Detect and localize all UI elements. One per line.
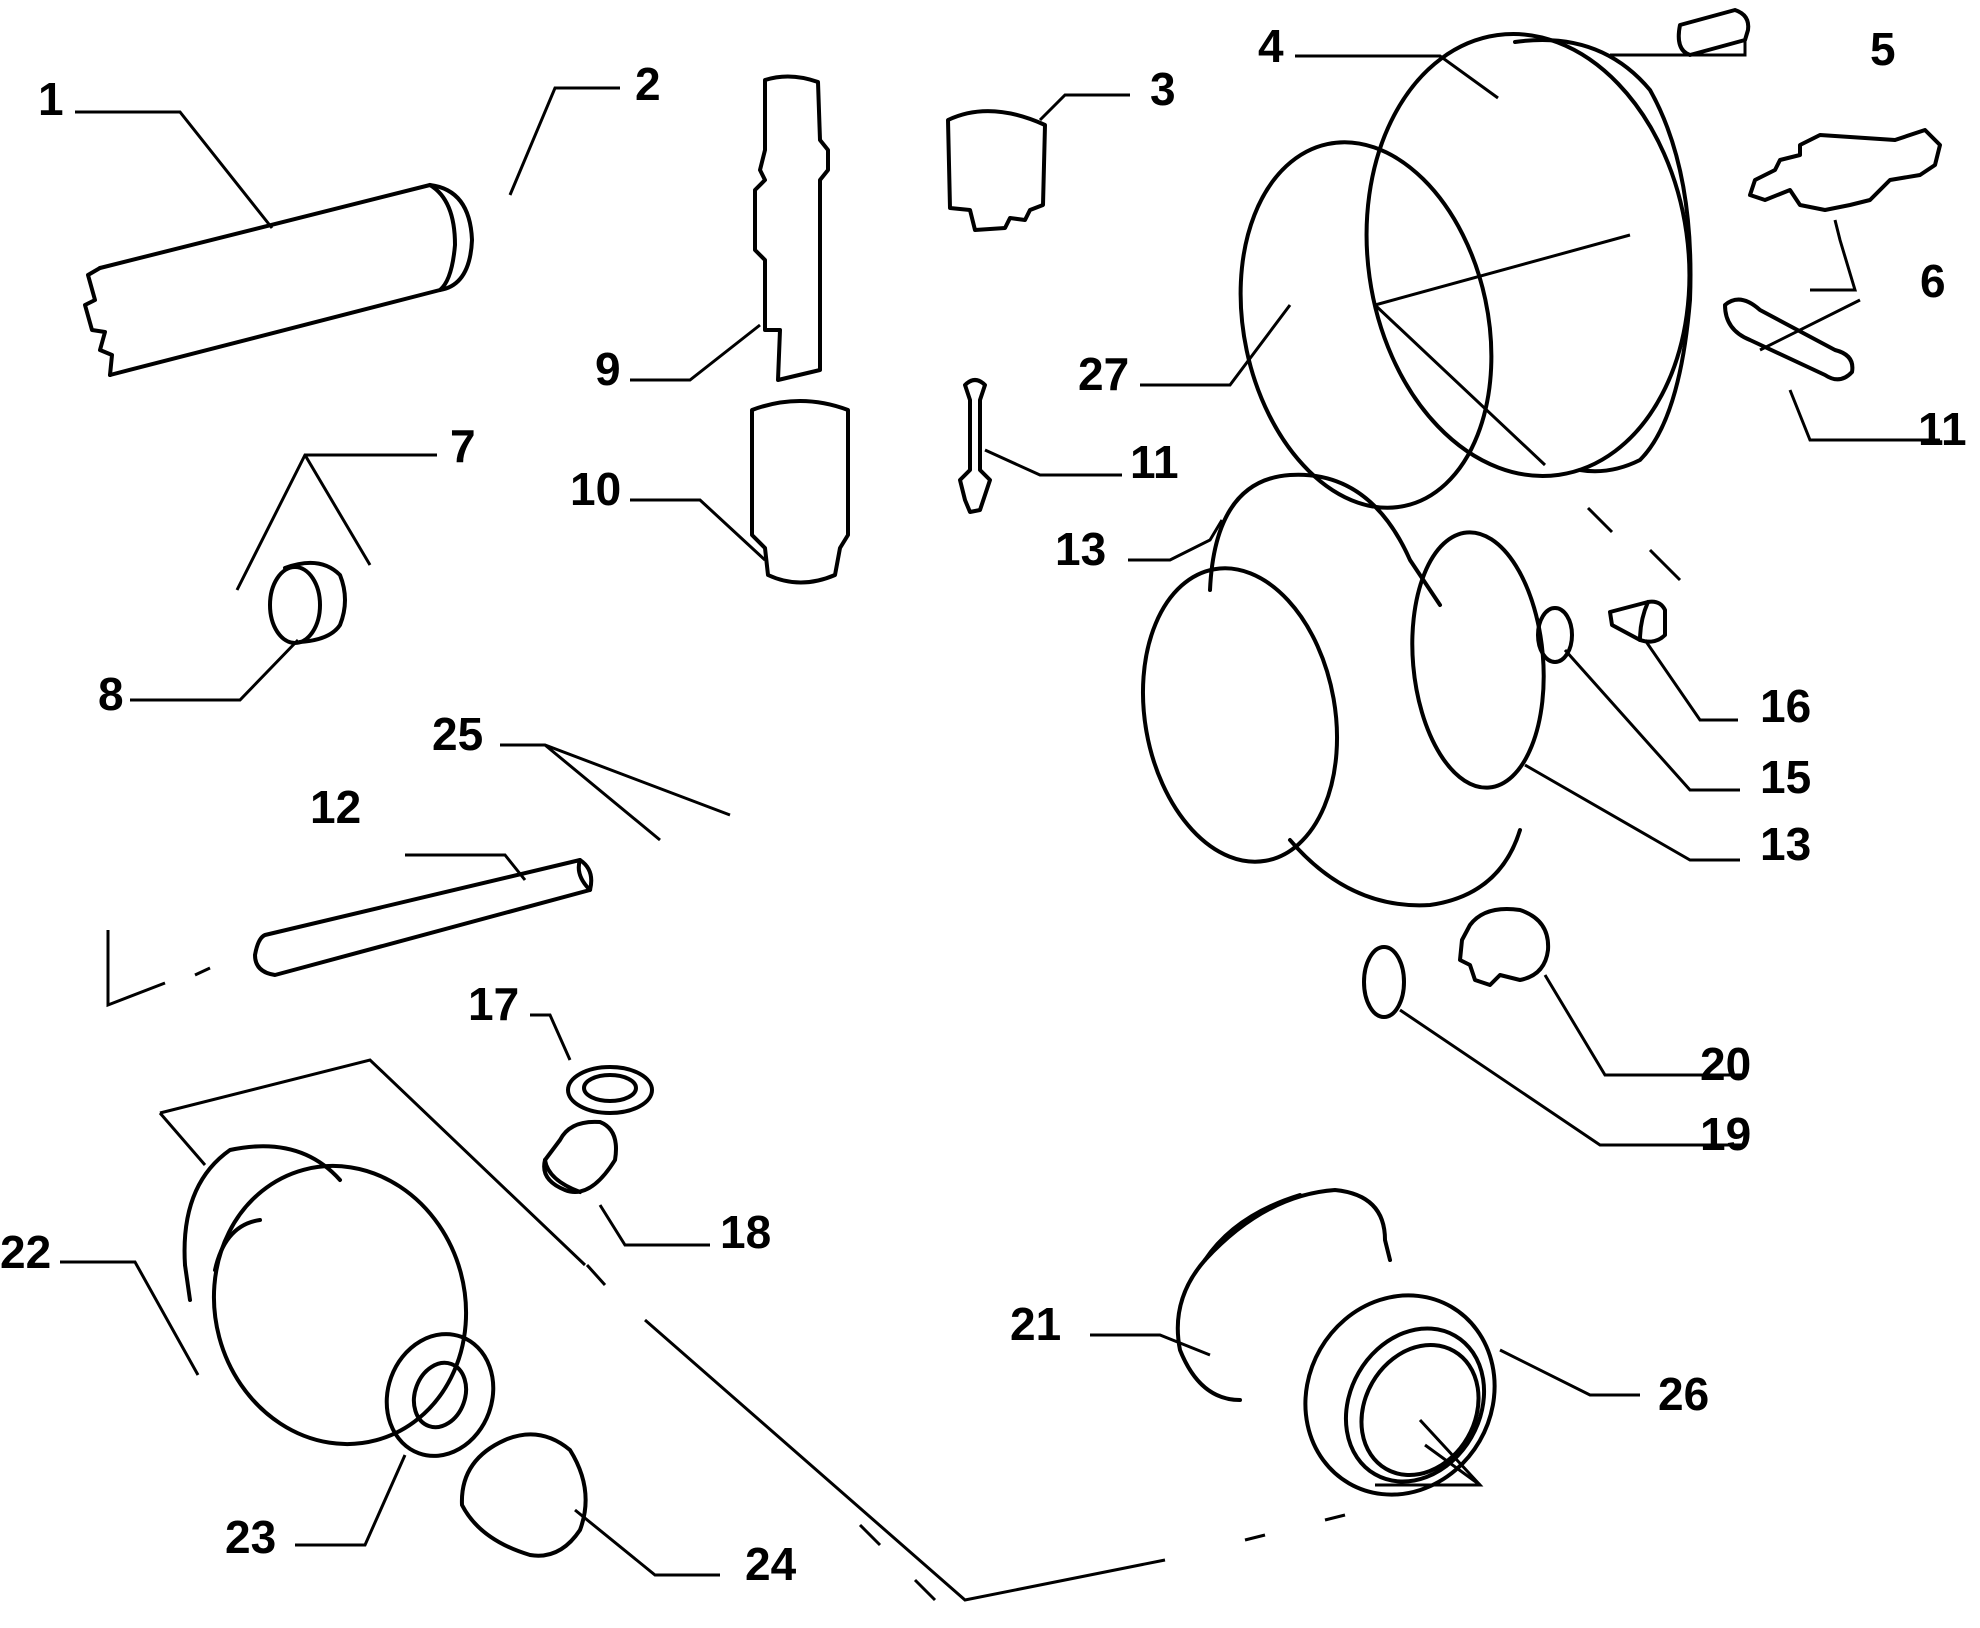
part-22 [182, 1144, 469, 1447]
label-25: 25 [432, 708, 483, 760]
label-4: 4 [1258, 20, 1284, 72]
leader-lines [60, 40, 1940, 1577]
part-24 [459, 1432, 588, 1558]
label-11-right: 11 [1918, 403, 1967, 455]
part-23 [384, 1332, 496, 1458]
part-9 [753, 74, 830, 382]
part-27 [1238, 140, 1494, 510]
label-23: 23 [225, 1511, 276, 1563]
part-12 [253, 858, 594, 977]
label-1: 1 [38, 73, 64, 125]
label-27: 27 [1078, 348, 1129, 400]
part-11-pin-center [958, 378, 992, 514]
label-6: 6 [1920, 255, 1946, 307]
label-17: 17 [468, 978, 519, 1030]
label-19: 19 [1700, 1108, 1751, 1160]
part-20 [1458, 907, 1551, 987]
callout-labels: 1 2 3 4 5 6 7 8 9 10 11 11 12 13 13 15 1… [0, 20, 1967, 1590]
axis-lines [106, 233, 1682, 1602]
label-26: 26 [1658, 1368, 1709, 1420]
part-18 [542, 1119, 618, 1194]
part-26 [1303, 1293, 1497, 1497]
part-10 [750, 399, 850, 585]
label-21: 21 [1010, 1298, 1061, 1350]
label-24: 24 [745, 1538, 797, 1590]
part-11-pin-right [1723, 297, 1855, 382]
label-3: 3 [1150, 63, 1176, 115]
label-22: 22 [0, 1226, 51, 1278]
part-13-boot [1140, 472, 1546, 908]
label-16: 16 [1760, 680, 1811, 732]
label-11-center: 11 [1130, 436, 1179, 488]
part-19 [1362, 945, 1406, 1019]
label-12: 12 [310, 781, 361, 833]
part-17 [566, 1065, 654, 1115]
part-16 [1608, 599, 1667, 644]
label-20: 20 [1700, 1038, 1751, 1090]
part-6 [1748, 128, 1942, 212]
part-15 [1536, 606, 1574, 664]
part-21 [1175, 1188, 1392, 1402]
label-18: 18 [720, 1206, 771, 1258]
label-9: 9 [595, 343, 621, 395]
part-1 [83, 183, 474, 377]
part-3 [946, 109, 1047, 232]
part-4 [1364, 32, 1693, 478]
label-7: 7 [450, 420, 476, 472]
label-13-top: 13 [1055, 523, 1106, 575]
label-15: 15 [1760, 751, 1811, 803]
label-13-bottom: 13 [1760, 818, 1811, 870]
label-10: 10 [570, 463, 621, 515]
label-8: 8 [98, 668, 124, 720]
part-8 [268, 560, 347, 645]
label-2: 2 [635, 58, 661, 110]
label-5: 5 [1870, 23, 1896, 75]
part-5 [1676, 8, 1751, 57]
